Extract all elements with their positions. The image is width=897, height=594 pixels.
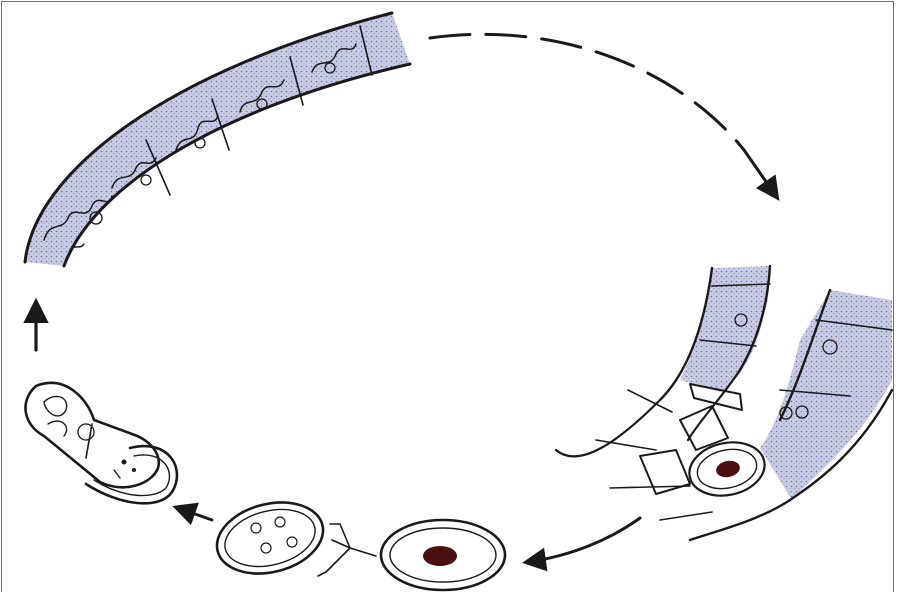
zygospore (381, 520, 505, 590)
vegetative-filament (25, 13, 410, 266)
arrow-to-zygospore (528, 518, 640, 562)
arrow-to-germling (178, 508, 212, 520)
germinating-zygospore (209, 492, 376, 584)
dashed-arrow (430, 34, 776, 196)
fusing-filaments (556, 266, 892, 540)
germling (26, 383, 177, 503)
